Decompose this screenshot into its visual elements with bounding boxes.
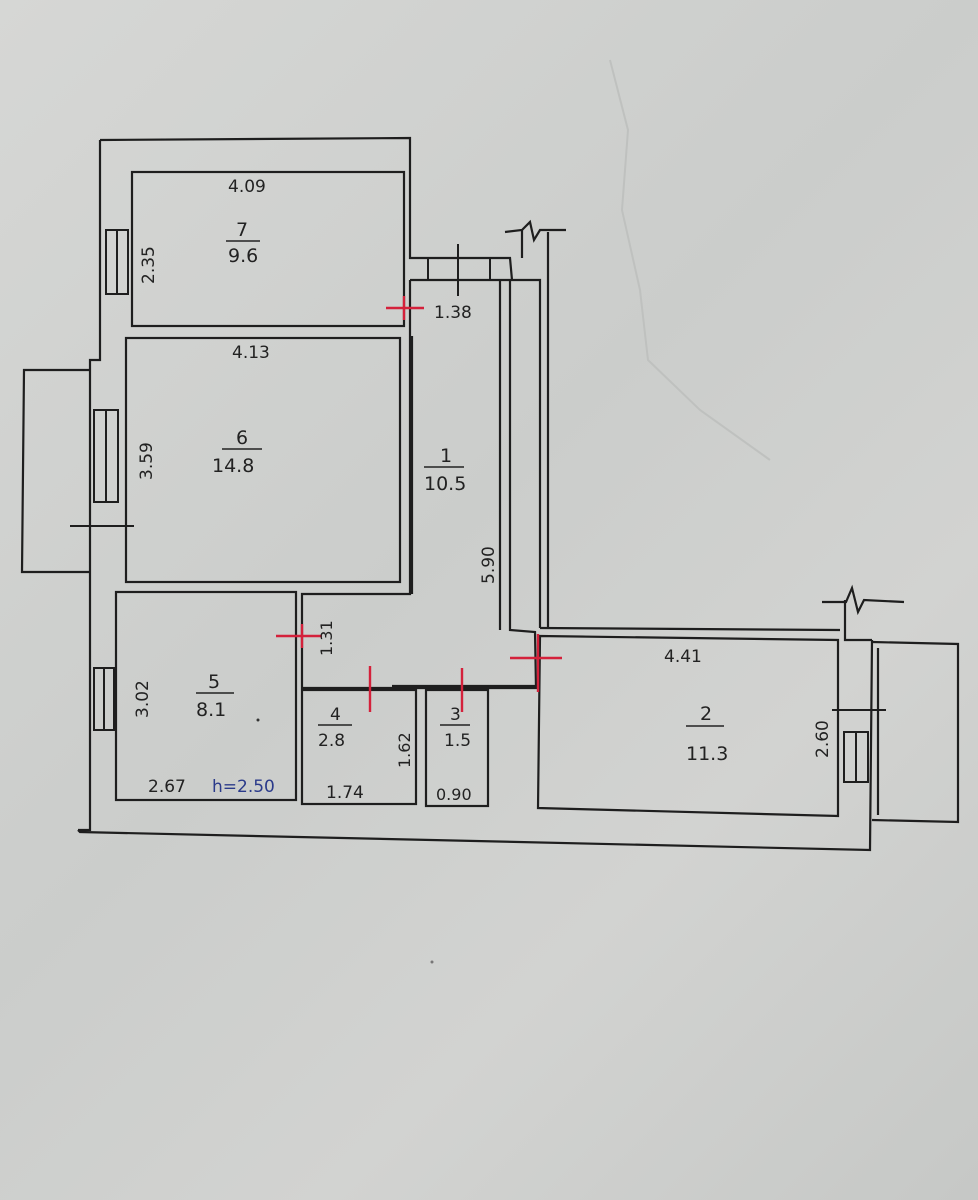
break-mark-right — [822, 584, 905, 616]
break-mark-top — [504, 219, 566, 243]
windows — [70, 229, 886, 783]
room-7-area: 9.6 — [228, 245, 258, 267]
outer-wall-mid — [539, 626, 841, 632]
door-marks — [276, 296, 562, 712]
room-6-length: 3.59 — [137, 442, 157, 480]
balcony-right — [871, 640, 960, 824]
room-5-length: 3.02 — [133, 680, 153, 718]
room-3-width: 0.90 — [436, 785, 472, 804]
room-2-number: 2 — [700, 703, 712, 725]
room-5-width: 2.67 — [148, 777, 186, 797]
outer-wall-bottom — [77, 639, 874, 852]
room-3-area: 1.5 — [444, 731, 471, 751]
outer-wall-right-top — [843, 600, 872, 642]
room-5-outline — [114, 590, 298, 802]
room-7-width: 4.09 — [228, 177, 266, 197]
pencil-dot — [430, 960, 434, 964]
room-1-width: 1.38 — [434, 303, 472, 323]
room-5-area: 8.1 — [196, 699, 226, 721]
room-7-length: 2.35 — [139, 246, 159, 284]
room-5-number: 5 — [208, 671, 220, 693]
room-1-number: 1 — [440, 445, 452, 467]
corridor-outline — [300, 278, 538, 690]
room-3-number: 3 — [450, 705, 461, 725]
room-4-outline — [300, 688, 418, 806]
room-6-outline — [124, 336, 402, 584]
room-2-area: 11.3 — [686, 743, 728, 765]
paper-crease — [609, 59, 771, 461]
room-4-width: 1.74 — [326, 783, 364, 803]
room-6-number: 6 — [236, 427, 248, 449]
room-2-width: 4.41 — [664, 647, 702, 667]
balcony-left — [20, 368, 90, 574]
room-1-area: 10.5 — [424, 473, 466, 495]
room-4-area: 2.8 — [318, 731, 345, 751]
room-6-area: 14.8 — [212, 455, 254, 477]
room-3-outline — [424, 688, 490, 808]
room-7-number: 7 — [236, 219, 248, 241]
room-4-length: 1.62 — [395, 732, 414, 768]
pencil-dot — [256, 718, 260, 722]
room-1-extra: 1.31 — [317, 620, 336, 656]
outer-wall-left — [78, 140, 102, 832]
walls — [20, 136, 960, 852]
outer-wall-top — [99, 136, 542, 628]
room-2-length: 2.60 — [813, 720, 833, 758]
room-6-width: 4.13 — [232, 343, 270, 363]
room-7-outline — [130, 170, 406, 328]
room-2-outline — [536, 634, 840, 818]
room-1-length: 5.90 — [479, 546, 499, 584]
room-4-number: 4 — [330, 705, 341, 725]
ceiling-height: h=2.50 — [212, 777, 275, 797]
fraction-lines — [196, 240, 724, 727]
